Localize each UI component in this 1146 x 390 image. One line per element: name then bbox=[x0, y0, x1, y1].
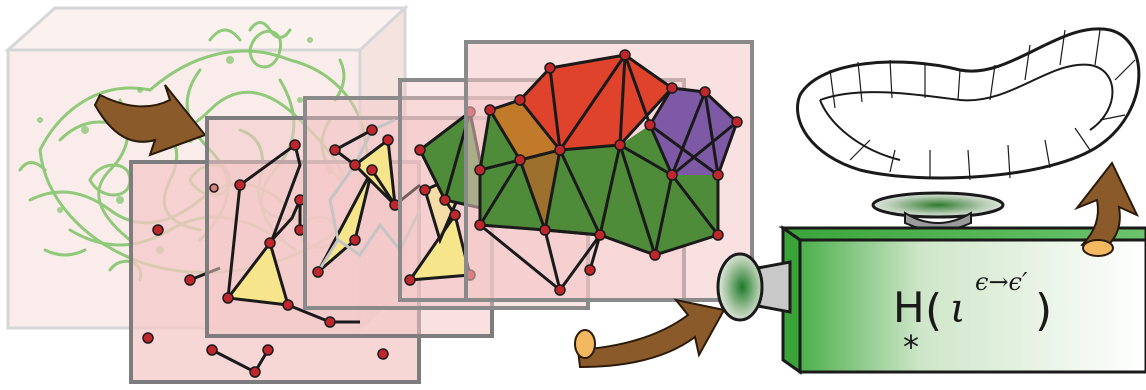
formula-symbol: ι bbox=[950, 286, 966, 332]
formula-operator: H bbox=[893, 283, 925, 332]
formula-superscript: ϵ→ϵ′ bbox=[975, 268, 1028, 296]
formula-subscript: * bbox=[903, 328, 919, 366]
funnel-icon bbox=[718, 254, 790, 320]
filtration-frame-5 bbox=[466, 42, 752, 300]
formula-close-paren: ) bbox=[1035, 285, 1052, 336]
output-arrow-icon bbox=[575, 300, 724, 367]
mobius-strip-icon bbox=[798, 29, 1139, 180]
formula-open-paren: ( bbox=[925, 285, 942, 336]
dish-icon bbox=[873, 193, 1003, 231]
